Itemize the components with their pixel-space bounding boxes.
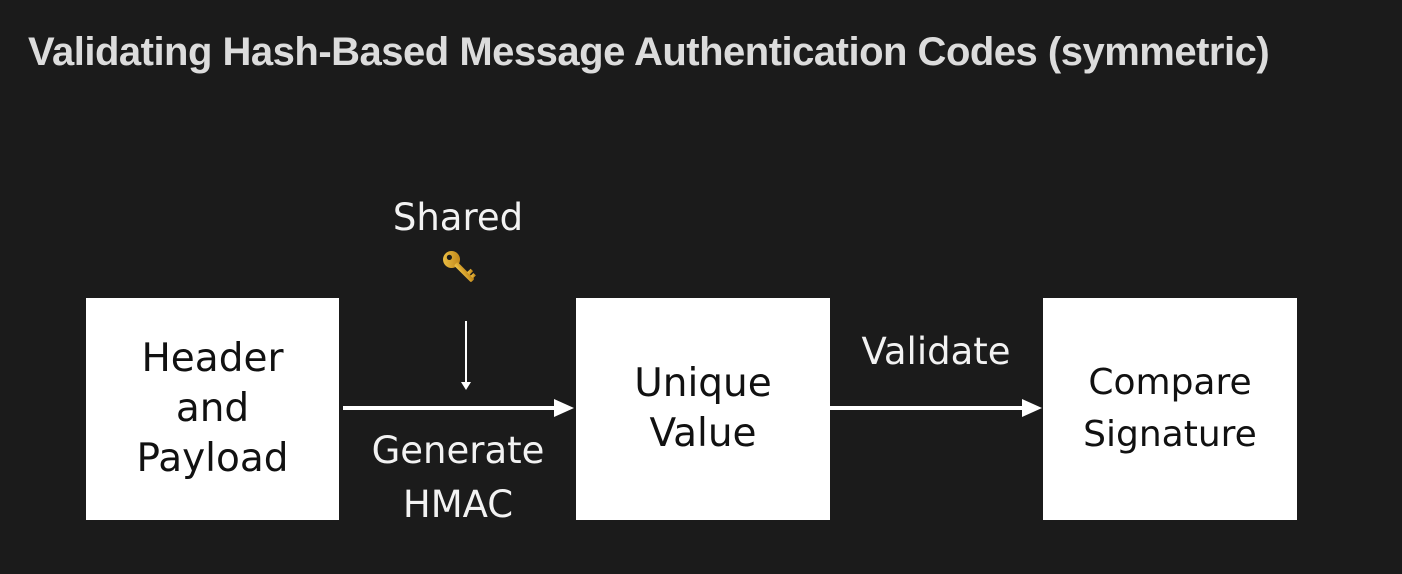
box-line: Signature xyxy=(1083,414,1257,455)
compare-signature-box: Compare Signature xyxy=(1043,298,1297,520)
unique-value-box: Unique Value xyxy=(576,298,830,520)
shared-label: Shared xyxy=(392,196,524,239)
validate-label: Validate xyxy=(861,330,1011,373)
box-line: Value xyxy=(649,411,757,456)
box-line: Header xyxy=(141,336,284,382)
generate-hmac-label: Generate HMAC xyxy=(348,424,568,531)
page-title: Validating Hash-Based Message Authentica… xyxy=(28,30,1270,74)
box-line: Compare xyxy=(1088,361,1252,403)
header-payload-box: Header and Payload xyxy=(86,298,339,520)
box-line: and xyxy=(175,386,250,432)
label-line: HMAC xyxy=(402,482,514,526)
box-line: Unique xyxy=(634,361,772,407)
box-line: Payload xyxy=(136,435,289,481)
label-line: Generate xyxy=(371,429,545,472)
key-icon xyxy=(443,251,476,282)
